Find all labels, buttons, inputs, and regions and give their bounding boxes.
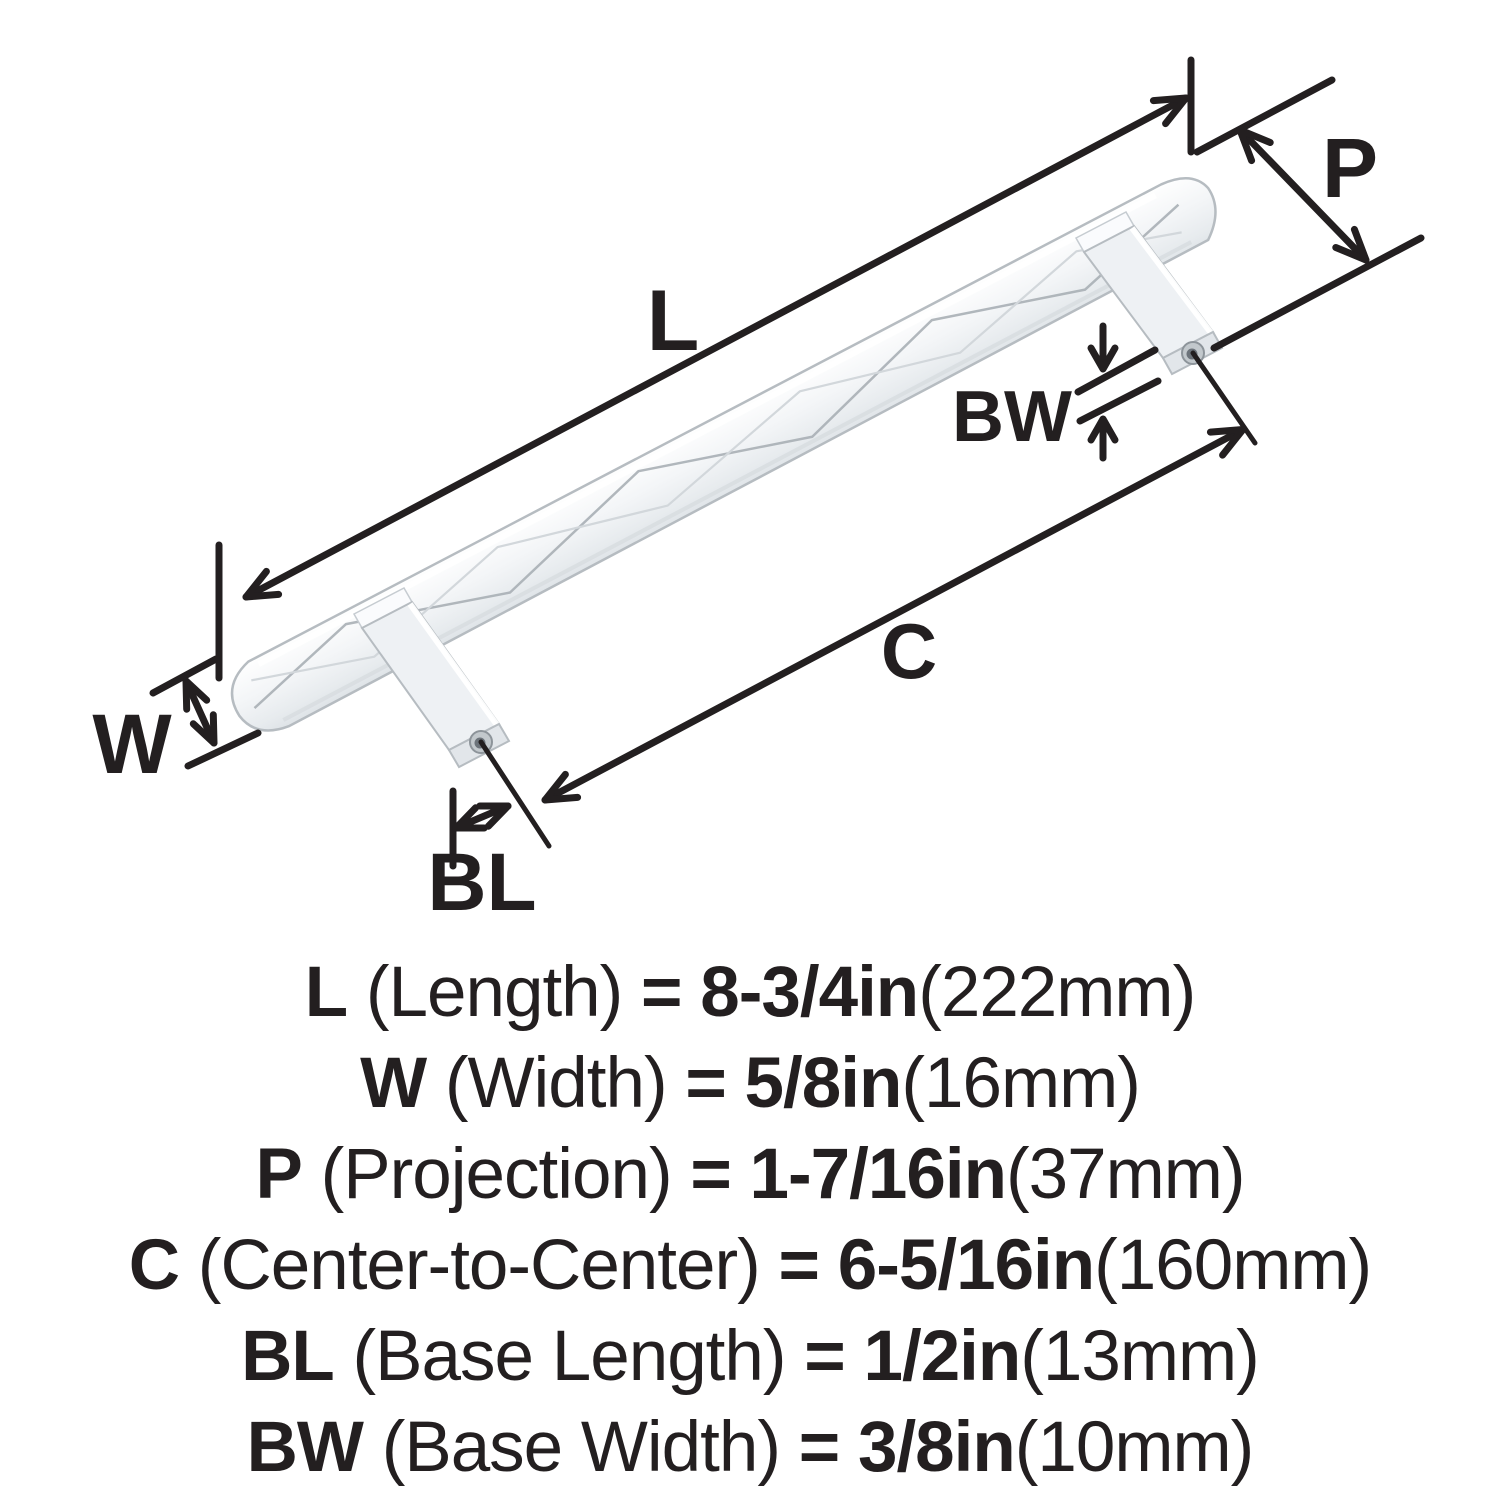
P-extension-line-bottom: [1210, 234, 1425, 352]
P-label: P: [1322, 121, 1378, 215]
C-dimension-line: [541, 426, 1247, 804]
handle-bar: [230, 177, 1217, 732]
spec-name: (Width): [444, 1044, 668, 1123]
BL-label: BL: [427, 837, 536, 928]
W-label: W: [92, 697, 172, 791]
right-post-bright-edge: [1129, 226, 1214, 335]
spec-abbr: BL: [241, 1317, 335, 1396]
spec-value-inch: 8-3/4in: [700, 953, 919, 1032]
spec-value-inch: 5/8in: [744, 1044, 903, 1123]
spec-abbr: P: [255, 1135, 302, 1214]
spec-equals: =: [641, 953, 682, 1032]
L-arrowhead-left: [242, 567, 283, 601]
spec-value-mm: (10mm): [1014, 1408, 1255, 1487]
W-dimension-line: [182, 677, 218, 747]
spec-name: (Center-to-Center): [197, 1226, 761, 1305]
spec-value-mm: (13mm): [1020, 1317, 1260, 1396]
spec-abbr: L: [304, 953, 348, 1032]
W-arrowhead-bottom: [189, 711, 218, 747]
spec-equals: =: [798, 1408, 840, 1487]
C-arrowhead-left: [541, 770, 582, 804]
spec-line-width: W (Width) = 5/8in(16mm): [0, 1038, 1500, 1129]
BL-arrowhead-left: [452, 804, 488, 832]
spec-name: (Projection): [320, 1135, 673, 1214]
spec-value-mm: (160mm): [1094, 1226, 1372, 1305]
P-dimension-line: [1236, 126, 1370, 264]
handle: [230, 177, 1224, 769]
spec-equals: =: [685, 1044, 726, 1123]
BW-label: BW: [952, 377, 1072, 457]
spec-list: L (Length) = 8-3/4in(222mm) W (Width) = …: [0, 947, 1500, 1493]
spec-value-inch: 1/2in: [863, 1317, 1021, 1396]
BW-tick-top: [1074, 346, 1159, 396]
P-arrowhead-top: [1236, 126, 1274, 165]
spec-value-mm: (16mm): [901, 1044, 1141, 1123]
dimension-W: W: [92, 655, 262, 791]
left-post: [352, 587, 511, 769]
spec-name: (Length): [365, 953, 623, 1032]
W-tick-bottom: [184, 729, 262, 770]
W-tick-top: [149, 655, 220, 697]
dimensions: L P C: [92, 56, 1425, 928]
BW-tick-bottom: [1076, 377, 1162, 425]
spec-abbr: C: [128, 1226, 180, 1305]
C-arrowhead-right: [1206, 426, 1247, 459]
dimension-BW: BW: [952, 322, 1162, 462]
BL-dimension-line: [452, 802, 512, 832]
L-arrowhead-right: [1149, 94, 1190, 128]
bar-top-highlight: [257, 192, 1157, 667]
spec-value-inch: 1-7/16in: [749, 1135, 1007, 1214]
dimension-C: C: [478, 350, 1258, 849]
spec-line-projection: P (Projection) = 1-7/16in(37mm): [0, 1129, 1500, 1220]
C-label: C: [881, 607, 937, 695]
left-post-bright-edge: [407, 602, 500, 727]
spec-abbr: BW: [246, 1408, 364, 1487]
L-dimension-line: [242, 94, 1190, 601]
dimension-BL: BL: [427, 787, 537, 928]
spec-value-mm: (222mm): [918, 953, 1196, 1032]
spec-line-length: L (Length) = 8-3/4in(222mm): [0, 947, 1500, 1038]
BW-arrowhead-up: [1087, 415, 1119, 444]
spec-equals: =: [804, 1317, 845, 1396]
spec-value-mm: (37mm): [1005, 1135, 1246, 1214]
W-arrowhead-top: [182, 677, 211, 713]
spec-line-base-width: BW (Base Width) = 3/8in(10mm): [0, 1402, 1500, 1493]
C-screw-tick-left: [478, 739, 552, 849]
L-label: L: [647, 273, 700, 369]
spec-equals: =: [778, 1226, 820, 1305]
spec-value-inch: 3/8in: [857, 1408, 1016, 1487]
spec-abbr: W: [360, 1044, 427, 1123]
dimension-L: L: [215, 56, 1195, 682]
spec-value-inch: 6-5/16in: [837, 1226, 1095, 1305]
P-arrowhead-bottom: [1332, 225, 1370, 264]
spec-line-base-length: BL (Base Length) = 1/2in(13mm): [0, 1311, 1500, 1402]
spec-name: (Base Width): [381, 1408, 781, 1487]
BL-arrowhead-right: [476, 802, 512, 830]
P-extension-line-top: [1193, 76, 1336, 156]
BW-arrowhead-down: [1087, 344, 1119, 373]
spec-line-center-to-center: C (Center-to-Center) = 6-5/16in(160mm): [0, 1220, 1500, 1311]
spec-name: (Base Length): [352, 1317, 787, 1396]
dimension-P: P: [1193, 76, 1425, 352]
spec-equals: =: [690, 1135, 731, 1214]
